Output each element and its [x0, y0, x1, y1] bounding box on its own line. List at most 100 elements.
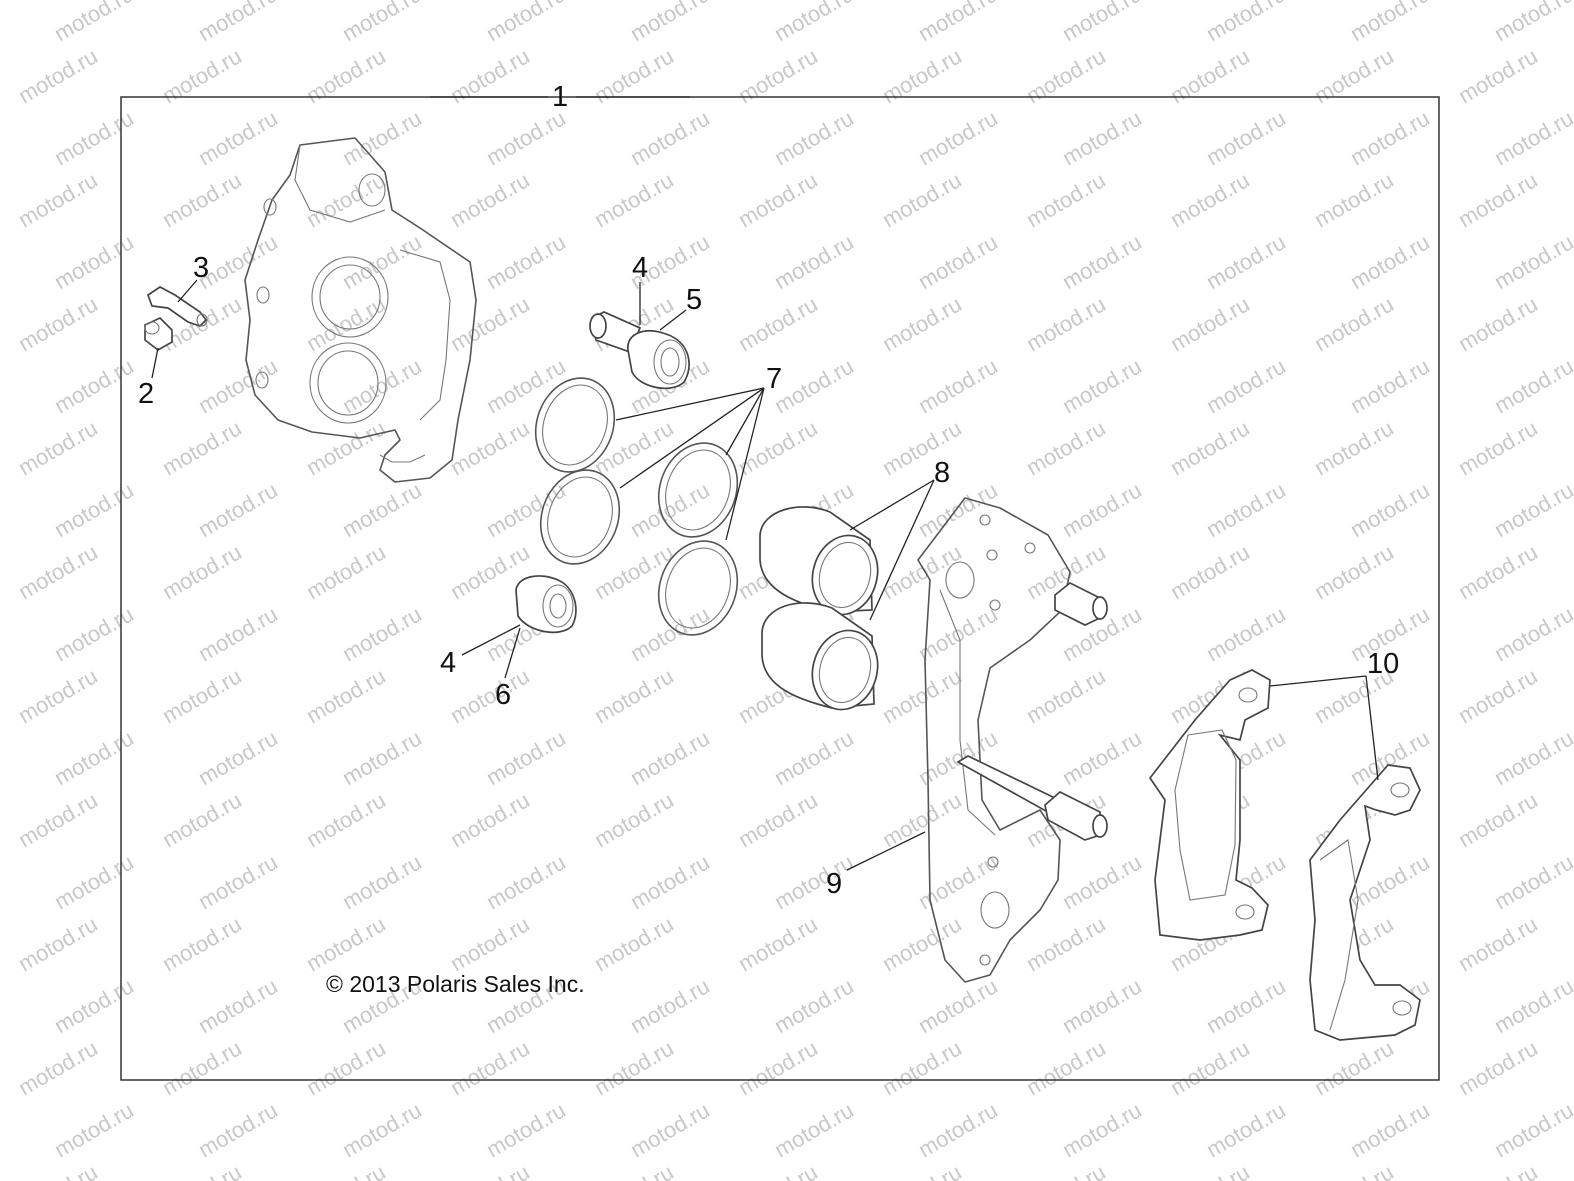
watermark-text: motod.ru — [194, 601, 282, 666]
watermark-text: motod.ru — [482, 353, 570, 418]
watermark-text: motod.ru — [1454, 787, 1542, 852]
watermark-text: motod.ru — [1490, 0, 1574, 46]
watermark-text: motod.ru — [590, 43, 678, 108]
watermark-text: motod.ru — [1166, 43, 1254, 108]
watermark-text: motod.ru — [302, 415, 390, 480]
watermark-text: motod.ru — [14, 787, 102, 852]
watermark-text: motod.ru — [302, 663, 390, 728]
watermark-text: motod.ru — [734, 1159, 822, 1181]
watermark-text: motod.ru — [1454, 1035, 1542, 1100]
watermark-text: motod.ru — [1454, 291, 1542, 356]
watermark-text: motod.ru — [590, 167, 678, 232]
watermark-text: motod.ru — [1058, 973, 1146, 1038]
watermark-text: motod.ru — [194, 1097, 282, 1162]
watermark-text: motod.ru — [338, 1097, 426, 1162]
watermark-text: motod.ru — [482, 229, 570, 294]
watermark-text: motod.ru — [878, 663, 966, 728]
watermark-text: motod.ru — [446, 663, 534, 728]
watermark-text: motod.ru — [734, 415, 822, 480]
watermark-text: motod.ru — [1166, 539, 1254, 604]
watermark-text: motod.ru — [1022, 911, 1110, 976]
watermark-text: motod.ru — [1454, 1159, 1542, 1181]
watermark-text: motod.ru — [770, 973, 858, 1038]
watermark-text: motod.ru — [1490, 105, 1574, 170]
callout-4-bottom: 4 — [440, 647, 456, 679]
watermark-text: motod.ru — [1490, 725, 1574, 790]
callout-6: 6 — [495, 679, 511, 711]
watermark-text: motod.ru — [770, 849, 858, 914]
watermark-text: motod.ru — [338, 601, 426, 666]
watermark-text: motod.ru — [1202, 0, 1290, 46]
watermark-text: motod.ru — [878, 415, 966, 480]
watermark-text: motod.ru — [50, 353, 138, 418]
watermark-text: motod.ru — [14, 539, 102, 604]
watermark-text: motod.ru — [158, 787, 246, 852]
watermark-text: motod.ru — [1454, 43, 1542, 108]
watermark-text: motod.ru — [914, 477, 1002, 542]
watermark-text: motod.ru — [626, 477, 714, 542]
watermark-text: motod.ru — [50, 849, 138, 914]
watermark-text: motod.ru — [50, 601, 138, 666]
watermark-text: motod.ru — [338, 0, 426, 46]
watermark-text: motod.ru — [1058, 849, 1146, 914]
watermark-text: motod.ru — [590, 663, 678, 728]
watermark-text: motod.ru — [1310, 1159, 1398, 1181]
watermark-text: motod.ru — [914, 1097, 1002, 1162]
watermark-text: motod.ru — [734, 291, 822, 356]
watermark-text: motod.ru — [1490, 973, 1574, 1038]
watermark-text: motod.ru — [1202, 105, 1290, 170]
caliper-bracket — [917, 497, 1108, 983]
watermark-text: motod.ru — [1454, 415, 1542, 480]
watermark-text: motod.ru — [590, 539, 678, 604]
watermark-text: motod.ru — [1058, 0, 1146, 46]
callout-4-top: 4 — [632, 252, 648, 284]
watermark-text: motod.ru — [302, 291, 390, 356]
watermark-text: motod.ru — [302, 1159, 390, 1181]
watermark-text: motod.ru — [1202, 601, 1290, 666]
watermark-text: motod.ru — [302, 167, 390, 232]
watermark-text: motod.ru — [1166, 1035, 1254, 1100]
watermark-text: motod.ru — [50, 477, 138, 542]
watermark-text: motod.ru — [446, 291, 534, 356]
watermark-text: motod.ru — [194, 725, 282, 790]
watermark-text: motod.ru — [1058, 1097, 1146, 1162]
watermark-text: motod.ru — [1310, 43, 1398, 108]
watermark-text: motod.ru — [1022, 43, 1110, 108]
watermark-text: motod.ru — [50, 105, 138, 170]
watermark-text: motod.ru — [914, 229, 1002, 294]
watermark-text: motod.ru — [1454, 167, 1542, 232]
watermark-text: motod.ru — [1202, 973, 1290, 1038]
watermark-text: motod.ru — [446, 1035, 534, 1100]
watermark-text: motod.ru — [1310, 539, 1398, 604]
watermark-text: motod.ru — [1022, 415, 1110, 480]
watermark-text: motod.ru — [1346, 1097, 1434, 1162]
watermark-text: motod.ru — [878, 787, 966, 852]
watermark-text: motod.ru — [1310, 167, 1398, 232]
watermark-text: motod.ru — [1310, 415, 1398, 480]
watermark-text: motod.ru — [770, 0, 858, 46]
watermark-text: motod.ru — [158, 415, 246, 480]
watermark-text: motod.ru — [158, 1159, 246, 1181]
watermark-text: motod.ru — [1490, 1097, 1574, 1162]
watermark-text: motod.ru — [1166, 415, 1254, 480]
watermark-text: motod.ru — [1058, 105, 1146, 170]
watermark-text: motod.ru — [50, 1097, 138, 1162]
watermark-text: motod.ru — [1346, 353, 1434, 418]
watermark-text: motod.ru — [1202, 229, 1290, 294]
watermark-text: motod.ru — [1166, 291, 1254, 356]
piston-seals — [534, 377, 739, 636]
pin-boot — [515, 575, 577, 634]
watermark-text: motod.ru — [1490, 849, 1574, 914]
watermark-text: motod.ru — [446, 43, 534, 108]
watermark-text: motod.ru — [338, 725, 426, 790]
watermark-text: motod.ru — [14, 415, 102, 480]
watermark-text: motod.ru — [626, 0, 714, 46]
watermark-text: motod.ru — [878, 1035, 966, 1100]
watermark-text: motod.ru — [1346, 0, 1434, 46]
callout-7: 7 — [766, 363, 782, 395]
watermark-text: motod.ru — [1202, 353, 1290, 418]
watermark-text: motod.ru — [734, 787, 822, 852]
guide-pin-with-boot — [589, 311, 690, 390]
watermark-text: motod.ru — [446, 415, 534, 480]
